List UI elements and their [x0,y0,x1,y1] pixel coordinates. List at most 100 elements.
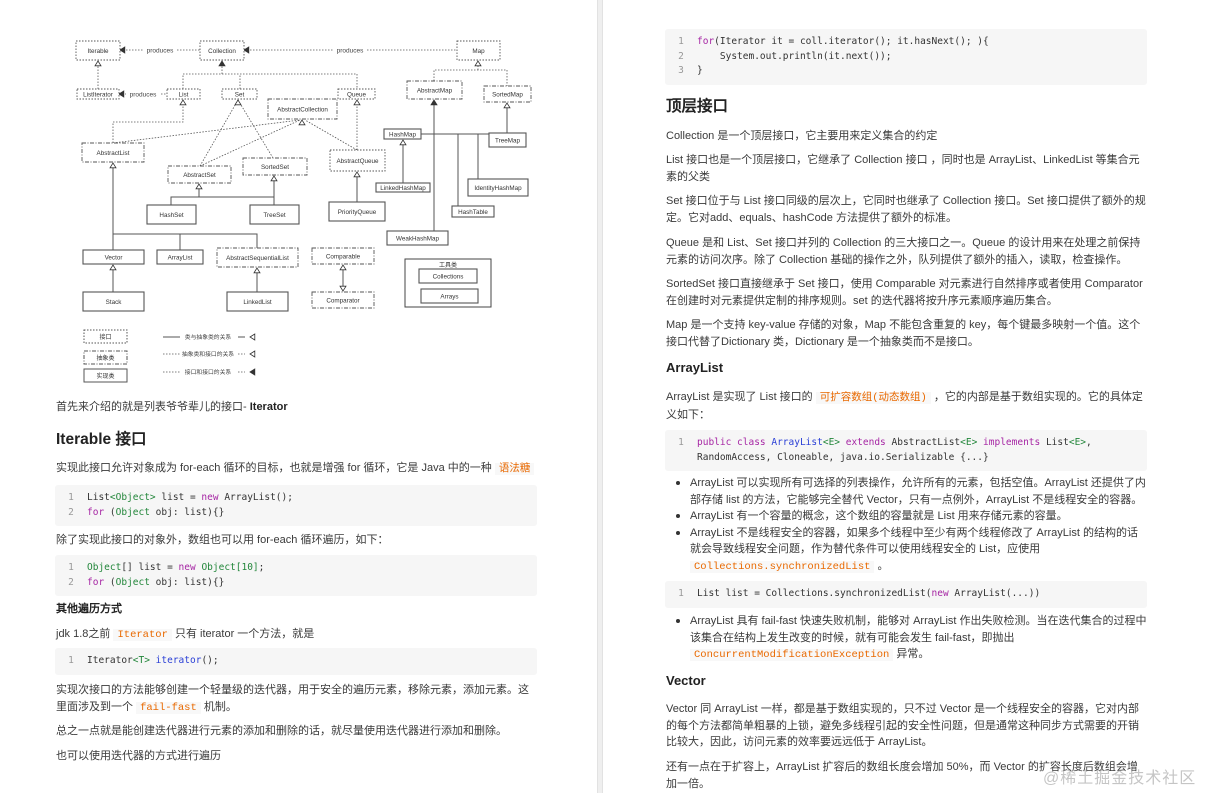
arrowhead-icon [503,102,511,109]
diagram-node-label: AbstractList [97,150,130,157]
diagram-node-box [156,249,204,265]
code-token: <T> [132,655,150,666]
code-token: [] list = [121,562,179,573]
arrowhead-icon [353,99,361,106]
code-text: System.out.println(it.next()); [697,50,1147,65]
code-token: for [697,36,715,47]
inline-code: 可扩容数组(动态数组) [815,392,931,404]
code-token: ( [104,576,116,588]
watermark: @稀土掘金技术社区 [1043,770,1197,787]
arrowhead-icon [339,285,347,292]
code-token: new [178,562,196,573]
text: SortedSet 接口直接继承于 Set 接口，使用 Comparable 对… [666,278,1143,307]
diagram-node-box [406,80,463,100]
paragraph: List 接口也是一个顶层接口，它继承了 Collection 接口 ，同时也是… [666,152,1148,185]
diagram-node-label: AbstractMap [417,87,453,94]
diagram-node-label: IdentityHashMap [474,185,522,192]
diagram-node-label: Vector [105,254,123,261]
text: 实现此接口允许对象成为 for-each 循环的目标，也就是增强 for 循环，… [56,462,495,474]
diagram-node-box [375,182,431,193]
diagram-node-box [337,88,376,100]
line-number: 1 [678,36,684,47]
code-token: , RandomAccess, Cloneable, java.io.Seria… [697,437,1098,463]
label-bg [180,368,238,376]
diagram-node-box [167,165,232,184]
diagram-edge [112,100,184,143]
line-number: 1 [678,437,684,448]
text: 总之一点就是能创建迭代器进行元素的添加和删除的话，就尽量使用迭代器进行添加和删除… [56,725,507,737]
diagram-node-box [82,249,145,265]
arrowhead-icon [249,368,256,376]
diagram-node-box [386,230,449,246]
arrowhead-icon [474,60,482,67]
code-token: AbstractList [891,437,961,448]
line-number: 2 [678,50,684,62]
toolbox-title: 工具类 [439,261,457,269]
diagram-node-box [418,268,478,284]
line-number: 1 [678,588,684,599]
code-token: obj: list){} [149,506,225,518]
diagram-edge [237,99,274,159]
text: 还有一点在于扩容上，ArrayList 扩容后的数组长度会增加 50%，而 Ve… [666,761,1138,790]
inline-code: ConcurrentModificationException [690,649,894,661]
code-token: ArrayList(...)) [948,588,1041,599]
diagram-edge [170,196,274,205]
code-line: 3} [665,64,1147,79]
arrowhead-icon [249,350,256,358]
diagram-node-label: SortedMap [492,91,523,98]
diagram-node-label: Iterable [87,48,109,55]
legend-box [83,329,128,344]
diagram-node-box [75,40,121,61]
code-text: public class ArrayList<E> extends Abstra… [697,436,1147,465]
label-bg [143,46,177,54]
label-bg [180,350,238,358]
diagram-node-label: WeakHashMap [396,235,439,242]
code-block: 1 public class ArrayList<E> extends Abstr… [665,430,1147,471]
diagram-node-box [216,247,299,268]
arrowhead-icon [253,267,261,274]
diagram-node-label: TreeMap [495,137,520,144]
heading-arraylist: ArrayList [666,360,724,375]
text: 除了实现此接口的对象外，数组也可以用 for-each 循环遍历，如下： [56,534,389,546]
code-text: Iterator<T> iterator(); [87,654,537,669]
code-token: <Object> [109,492,156,503]
code-token: new [201,492,219,503]
text: ArrayList 有一个容量的概念，这个数组的容量就是 List 用来存储元素… [690,510,1068,522]
paragraph: 还有一点在于扩容上，ArrayList 扩容后的数组长度会增加 50%，而 Ve… [666,759,1148,792]
text: Vector 同 ArrayList 一样，都是基于数组实现的，只不过 Vect… [666,703,1140,748]
heading-top-interfaces: 顶层接口 [666,98,729,115]
code-text: List list = Collections.synchronizedList… [697,587,1147,602]
inline-code: Iterator [113,629,172,641]
arrowhead-icon [298,119,306,126]
code-line: 1 List list = Collections.synchronizedLis… [665,587,1147,602]
diagram-node-box [328,201,386,222]
paragraph: Queue 是和 List、Set 接口并列的 Collection 的三大接口… [666,235,1148,268]
line-number: 1 [68,562,74,573]
code-text: } [697,64,1147,79]
bold-text: Iterator [249,401,288,413]
intro-paragraph: 首先来介绍的就是列表爷爷辈儿的接口- Iterator [56,399,538,416]
arrowhead-icon [109,264,117,271]
page-separator [597,0,603,793]
diagram-node-box [242,157,308,176]
text: jdk 1.8之前 [56,628,114,640]
code-token: public class [697,437,772,448]
text: ，它的内部是基于数组实现的。它的具体定义如下： [666,391,1143,421]
diagram-node-box [488,132,527,148]
diagram-node-box [267,98,338,120]
text: Set 接口位于与 List 接口同级的层次上，它同时也继承了 Collecti… [666,195,1146,224]
line-number: 2 [68,576,74,588]
paragraph: Collection 是一个顶层接口，它主要用来定义集合的约定 [666,128,1148,145]
diagram-node-box [146,204,197,225]
bullet-list: ArrayList 具有 fail-fast 快速失败机制，能够对 ArrayL… [666,613,1148,664]
list-item: ArrayList 不是线程安全的容器，如果多个线程中至少有两个线程修改了 Ar… [666,525,1148,576]
list-item: ArrayList 具有 fail-fast 快速失败机制，能够对 ArrayL… [666,613,1148,664]
